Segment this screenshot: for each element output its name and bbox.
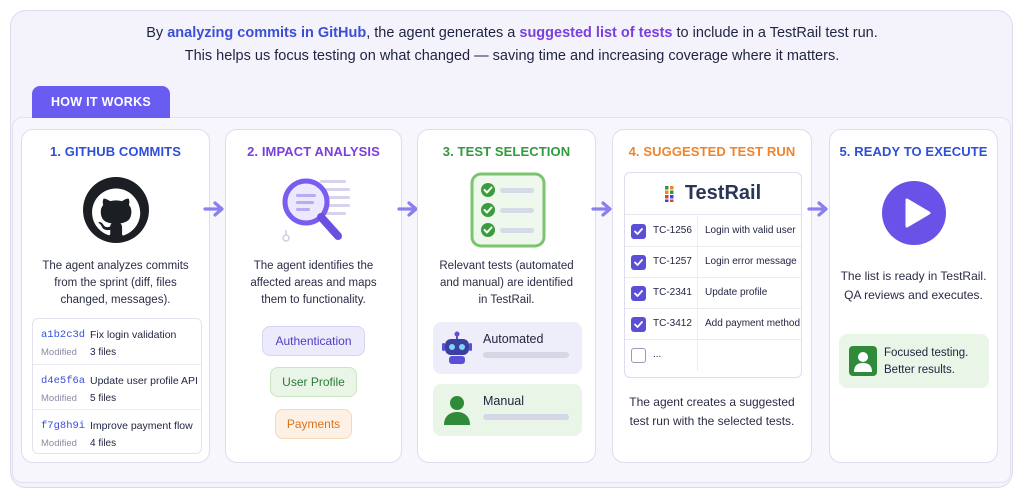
result-note-text: Focused testing. Better results.	[884, 347, 969, 376]
commit-hash: d4e5f6a	[41, 375, 86, 387]
magnifier-document-icon	[274, 172, 358, 248]
step-description: Relevant tests (automated and manual) ar…	[439, 260, 574, 306]
checkbox-checked[interactable]	[631, 255, 646, 270]
step-description: The agent identifies the affected areas …	[250, 260, 377, 306]
step-description: The list is ready in TestRail. QA review…	[840, 269, 987, 302]
step-title: 5. READY TO EXECUTE	[839, 144, 988, 159]
step-card-github-commits: 1. GITHUB COMMITS The agent analyzes com…	[21, 129, 210, 463]
files-count: 3 files	[90, 347, 117, 358]
arrow-right-icon	[807, 201, 828, 217]
arrow-right-icon	[591, 201, 612, 217]
test-case-id: TC-1256	[653, 225, 692, 236]
commit-item[interactable]: a1b2c3d Fix login validation Modified 3 …	[33, 319, 201, 364]
how-it-works-tab: HOW IT WORKS	[32, 86, 170, 118]
files-count: 5 files	[90, 393, 117, 404]
github-icon	[83, 177, 149, 243]
commit-hash: a1b2c3d	[41, 329, 86, 341]
test-type-label: Automated	[483, 332, 544, 346]
testrail-logo-icon	[664, 185, 674, 202]
step-title: 1. GITHUB COMMITS	[50, 144, 181, 159]
testrail-logo-text: TestRail	[684, 182, 762, 204]
test-case-id: TC-2341	[653, 287, 692, 298]
commit-message: Fix login validation	[90, 329, 177, 341]
step-description: The agent creates a suggested test run w…	[629, 395, 795, 428]
commit-list: a1b2c3d Fix login validation Modified 3 …	[32, 318, 202, 454]
commit-hash: f7g8h9i	[41, 420, 86, 432]
test-case-name: Update profile	[705, 287, 768, 298]
placeholder-bar	[483, 352, 569, 358]
commit-message: Update user profile API	[90, 375, 198, 387]
test-case-id: TC-1257	[653, 256, 692, 267]
checkbox-checked[interactable]	[631, 286, 646, 301]
test-type-automated: Automated	[433, 322, 582, 374]
area-pill-authentication: Authentication	[262, 326, 365, 356]
intro-line-1: By analyzing commits in GitHub, the agen…	[146, 25, 878, 41]
test-case-name: Add payment method	[705, 318, 801, 329]
result-note: Focused testing. Better results.	[839, 334, 989, 388]
profile-card-icon	[849, 346, 877, 376]
commit-message: Improve payment flow	[90, 420, 193, 432]
step-card-ready-to-execute: 5. READY TO EXECUTE The list is ready in…	[829, 129, 998, 463]
checklist-icon	[470, 172, 546, 248]
step-title: 4. SUGGESTED TEST RUN	[628, 144, 796, 159]
test-case-name: Login error message	[705, 256, 797, 267]
step-card-suggested-test-run: 4. SUGGESTED TEST RUN TestRail TC-1256 L…	[612, 129, 812, 463]
test-case-id: ...	[653, 349, 662, 360]
test-case-row[interactable]: TC-2341 Update profile	[625, 278, 801, 309]
modified-label: Modified	[41, 347, 77, 358]
test-case-row[interactable]: TC-1257 Login error message	[625, 247, 801, 278]
area-pill-payments: Payments	[275, 409, 352, 439]
robot-icon	[441, 331, 473, 365]
step-card-impact-analysis: 2. IMPACT ANALYSIS The agent identifies …	[225, 129, 402, 463]
checkbox-checked[interactable]	[631, 224, 646, 239]
test-case-row[interactable]: TC-1256 Login with valid user	[625, 216, 801, 247]
step-title: 3. TEST SELECTION	[442, 144, 571, 159]
step-title: 2. IMPACT ANALYSIS	[247, 144, 380, 159]
test-type-manual: Manual	[433, 384, 582, 436]
test-case-row[interactable]: TC-3412 Add payment method	[625, 309, 801, 340]
test-type-label: Manual	[483, 394, 524, 408]
files-count: 4 files	[90, 438, 117, 449]
intro-text: By analyzing commits in GitHub, the agen…	[0, 22, 1024, 68]
test-case-id: TC-3412	[653, 318, 692, 329]
commit-item[interactable]: d4e5f6a Update user profile API Modified…	[33, 364, 201, 409]
step-card-test-selection: 3. TEST SELECTION Relevant tests (automa…	[417, 129, 596, 463]
person-icon	[442, 394, 472, 426]
modified-label: Modified	[41, 393, 77, 404]
commit-item[interactable]: f7g8h9i Improve payment flow Modified 4 …	[33, 409, 201, 454]
step-description: The agent analyzes commits from the spri…	[42, 260, 189, 306]
area-pill-user-profile: User Profile	[270, 367, 357, 397]
test-case-row[interactable]: ...	[625, 340, 801, 371]
checkbox-unchecked[interactable]	[631, 348, 646, 363]
testrail-test-run-table: TestRail TC-1256 Login with valid user T…	[624, 172, 802, 378]
placeholder-bar	[483, 414, 569, 420]
arrow-right-icon	[203, 201, 224, 217]
testrail-header: TestRail	[625, 173, 801, 215]
modified-label: Modified	[41, 438, 77, 449]
checkbox-checked[interactable]	[631, 317, 646, 332]
intro-line-2: This helps us focus testing on what chan…	[184, 48, 840, 64]
arrow-right-icon	[397, 201, 418, 217]
test-case-name: Login with valid user	[705, 225, 796, 236]
play-icon[interactable]	[882, 181, 946, 245]
